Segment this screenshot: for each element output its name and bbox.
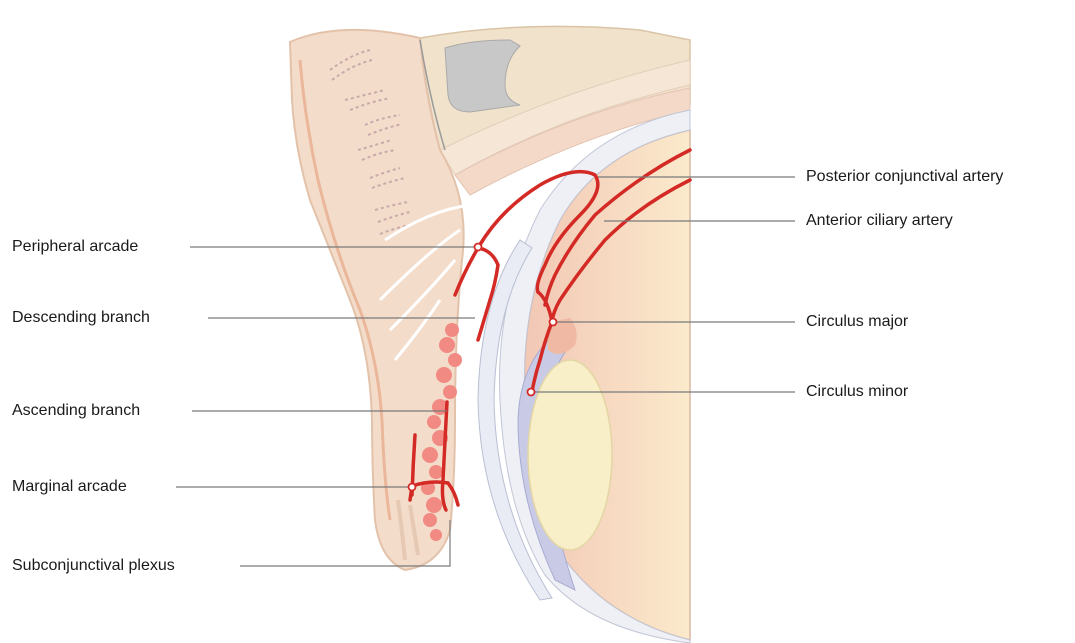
label-circulus-minor: Circulus minor xyxy=(806,383,908,401)
label-ascending-branch: Ascending branch xyxy=(12,402,140,420)
label-descending-branch: Descending branch xyxy=(12,309,150,327)
label-posterior-conjunctival-artery: Posterior conjunctival artery xyxy=(806,168,1003,186)
label-circulus-major: Circulus major xyxy=(806,313,908,331)
label-marginal-arcade: Marginal arcade xyxy=(12,478,127,496)
label-subconjunctival-plexus: Subconjunctival plexus xyxy=(12,557,175,575)
label-peripheral-arcade: Peripheral arcade xyxy=(12,238,138,256)
label-anterior-ciliary-artery: Anterior ciliary artery xyxy=(806,212,953,230)
lens xyxy=(528,360,612,550)
